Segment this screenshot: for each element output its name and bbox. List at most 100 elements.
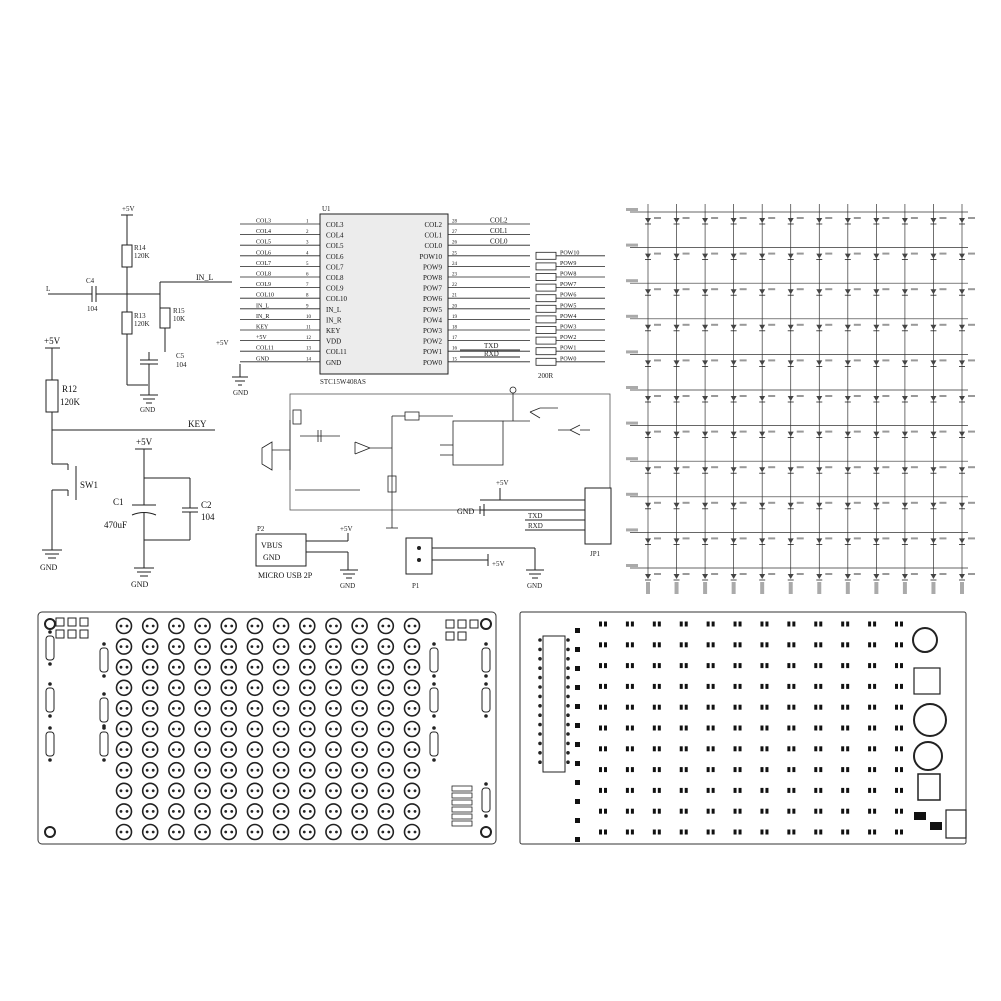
pcb-back-edge-pad <box>575 799 580 804</box>
pcb-front-led-pad <box>145 830 149 834</box>
pcb-back-pad <box>868 663 872 669</box>
pcb-front-led <box>141 720 159 738</box>
pcb-back-edge-pad <box>575 761 580 766</box>
pcb-front-led-pad <box>151 810 155 813</box>
led-diode <box>816 218 823 223</box>
pcb-back-edge-pad <box>575 666 580 671</box>
mcu-right-pin-label: POW0 <box>423 359 443 367</box>
mcu-right-pin-number: 15 <box>452 357 458 362</box>
pcb-front-led-pad <box>381 768 385 772</box>
c5-label: C5 <box>176 352 185 360</box>
mcu-right-pin-label: COL2 <box>425 221 443 229</box>
pcb-front-resistor-pad <box>102 692 106 696</box>
usb-gnd: GND <box>263 553 281 562</box>
pcb-back-pad <box>625 787 629 793</box>
resistor-array-net-label: POW8 <box>560 272 576 278</box>
led-diode <box>901 467 908 473</box>
led-diode <box>787 360 794 366</box>
pcb-front-led-pad <box>302 645 306 648</box>
led-diode <box>873 467 880 473</box>
mcu-left-pin-label: COL6 <box>326 253 344 261</box>
led-diode-label-block <box>711 252 719 255</box>
pcb-back-pad <box>711 808 715 814</box>
led-diode <box>844 431 851 437</box>
led-diode <box>959 396 965 401</box>
mcu-left-net-label: COL7 <box>256 261 271 267</box>
led-diode <box>730 324 737 330</box>
led-diode <box>702 324 709 330</box>
led-diode-label-block <box>739 217 747 219</box>
pcb-front-led <box>272 803 290 820</box>
pcb-front-resistor-pad <box>484 782 488 786</box>
pcb-back-pad <box>652 767 656 773</box>
pcb-front-led-pad <box>256 645 260 648</box>
led-diode-label-block <box>825 395 833 397</box>
key-gnd-label: GND <box>40 563 58 572</box>
led-diode <box>787 253 794 259</box>
led-matrix-column-label-block <box>760 582 765 594</box>
usb-vcc: +5V <box>340 525 353 533</box>
pcb-front-led <box>377 700 395 717</box>
led-matrix-column-label-block <box>902 582 907 594</box>
pcb-back-mcu-pad <box>566 722 570 727</box>
led-matrix-column-label-block <box>874 582 879 594</box>
pcb-back-capacitor <box>913 703 947 737</box>
pcb-back-pad <box>760 746 764 752</box>
led-diode <box>844 218 851 223</box>
pcb-back-pad <box>765 704 769 710</box>
pcb-back-pad <box>738 746 742 752</box>
led-diode <box>959 467 965 473</box>
pcb-back-pad <box>652 621 656 627</box>
pcb-front-led-pad <box>151 830 155 834</box>
pcb-front-led-pad <box>177 645 181 648</box>
mcu-left-pin-number: 9 <box>306 304 309 309</box>
led-diode <box>645 253 651 259</box>
led-matrix-row-label-block <box>626 279 638 283</box>
led-diode <box>673 396 680 401</box>
pcb-front-led-pad <box>145 624 149 628</box>
mcu-left-pin-label: COL8 <box>326 274 344 282</box>
pcb-back-pad <box>706 767 710 773</box>
pcb-back-pad <box>873 642 877 648</box>
pcb-front-resistor <box>429 731 439 757</box>
resistor-array-net-label: POW5 <box>560 303 576 309</box>
pcb-back-mcu-pad <box>566 685 570 689</box>
led-diode-label-block <box>939 430 947 433</box>
pcb-back-usb-footprint <box>917 773 941 801</box>
pcb-back-pad <box>787 808 791 814</box>
pcb-back-pad <box>706 663 710 669</box>
pcb-back-pad <box>814 787 818 793</box>
led-diode <box>816 289 823 295</box>
pcb-back-pad <box>895 642 898 648</box>
pcb-back-pad <box>706 621 710 627</box>
pcb-front-led-pad <box>355 665 359 669</box>
pcb-front-led-pad <box>381 645 385 648</box>
pcb-front-led <box>298 658 316 676</box>
led-matrix-row-label-block <box>626 350 638 354</box>
pcb-front-led <box>351 803 368 820</box>
pcb-back-pad-grid <box>599 621 903 835</box>
pcb-back-pad <box>792 683 796 689</box>
pcb-back-pad <box>846 683 850 689</box>
mcu-right-pin-label: POW9 <box>423 263 443 271</box>
pcb-front-led-pad <box>125 686 129 690</box>
pcb-front-led-pad <box>413 665 417 669</box>
pcb-back-mcu-pad <box>538 638 542 642</box>
pcb-front-led-pad <box>171 768 175 772</box>
pcb-back-pad <box>625 808 629 814</box>
pcb-front-header-pad <box>67 617 77 627</box>
mcu-left-net-label: COL10 <box>256 293 274 299</box>
mcu-left-net-label: GND <box>256 356 270 362</box>
pcb-back-mcu-pad <box>538 713 542 717</box>
pcb-front-led-pad <box>171 727 175 731</box>
resistor-array-net-label: POW3 <box>560 325 576 331</box>
led-diode-label-block <box>825 430 833 433</box>
pcb-front-led-pad <box>151 624 155 628</box>
led-diode-label-block <box>882 323 890 326</box>
pcb-back-pad <box>630 683 634 689</box>
led-diode <box>901 324 908 330</box>
pcb-front-led <box>115 761 133 779</box>
audio-input-labels: +5V R14 120K C4 104 L IN_L R13 120K R15 … <box>46 205 213 414</box>
pcb-front-led-pad <box>282 624 286 628</box>
led-diode-label-block <box>939 466 947 469</box>
